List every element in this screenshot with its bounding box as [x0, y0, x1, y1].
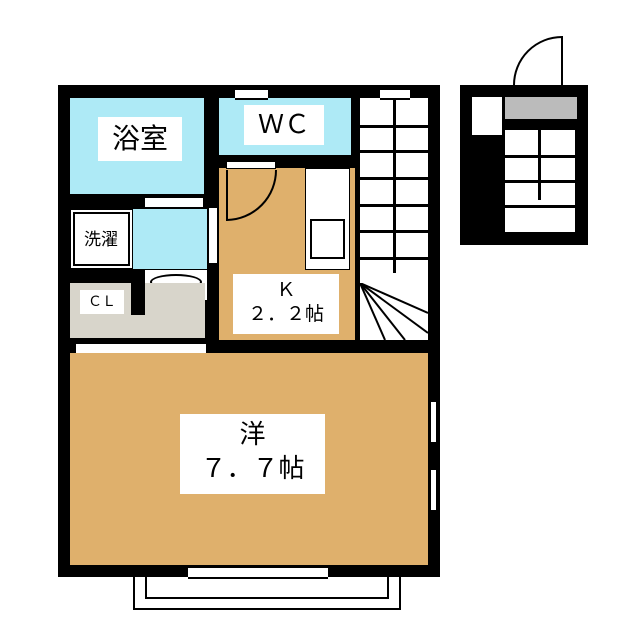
- washroom: [133, 209, 207, 269]
- balcony-window: [188, 566, 328, 579]
- sink-icon: [310, 219, 345, 259]
- western-size: ７．７帖: [200, 454, 305, 484]
- stair-winder-icon: [360, 283, 428, 340]
- door: [226, 161, 276, 169]
- wall: [131, 283, 145, 315]
- balcony: [133, 577, 401, 610]
- window: [429, 402, 438, 442]
- entrance-stairs: [460, 85, 588, 245]
- door: [145, 198, 203, 207]
- kitchen-counter: [305, 168, 350, 270]
- door: [209, 208, 217, 263]
- bathroom-label: 浴室: [98, 117, 182, 161]
- kitchen-size: ２．２帖: [247, 303, 324, 325]
- window: [380, 88, 410, 100]
- toilet-label: ＷＣ: [244, 105, 324, 145]
- stair-line: [360, 230, 428, 233]
- window: [429, 470, 438, 510]
- western-label: 洋 ７．７帖: [180, 414, 325, 494]
- stair-line: [360, 204, 428, 207]
- stair-line: [360, 257, 428, 260]
- closet-label: ＣＬ: [80, 290, 124, 314]
- door-swing-icon: [226, 170, 277, 222]
- western-name: 洋: [239, 420, 266, 450]
- stair-line: [360, 150, 428, 153]
- kitchen-name: Ｋ: [276, 279, 296, 301]
- stair-line: [360, 125, 428, 128]
- laundry-label: 洗濯: [77, 228, 125, 252]
- stair-line: [393, 98, 396, 273]
- stair-line: [360, 177, 428, 180]
- window: [235, 88, 268, 100]
- kitchen-label: Ｋ ２．２帖: [233, 274, 339, 334]
- entrance-door-swing-icon: [513, 35, 563, 86]
- closet-door: [76, 344, 206, 353]
